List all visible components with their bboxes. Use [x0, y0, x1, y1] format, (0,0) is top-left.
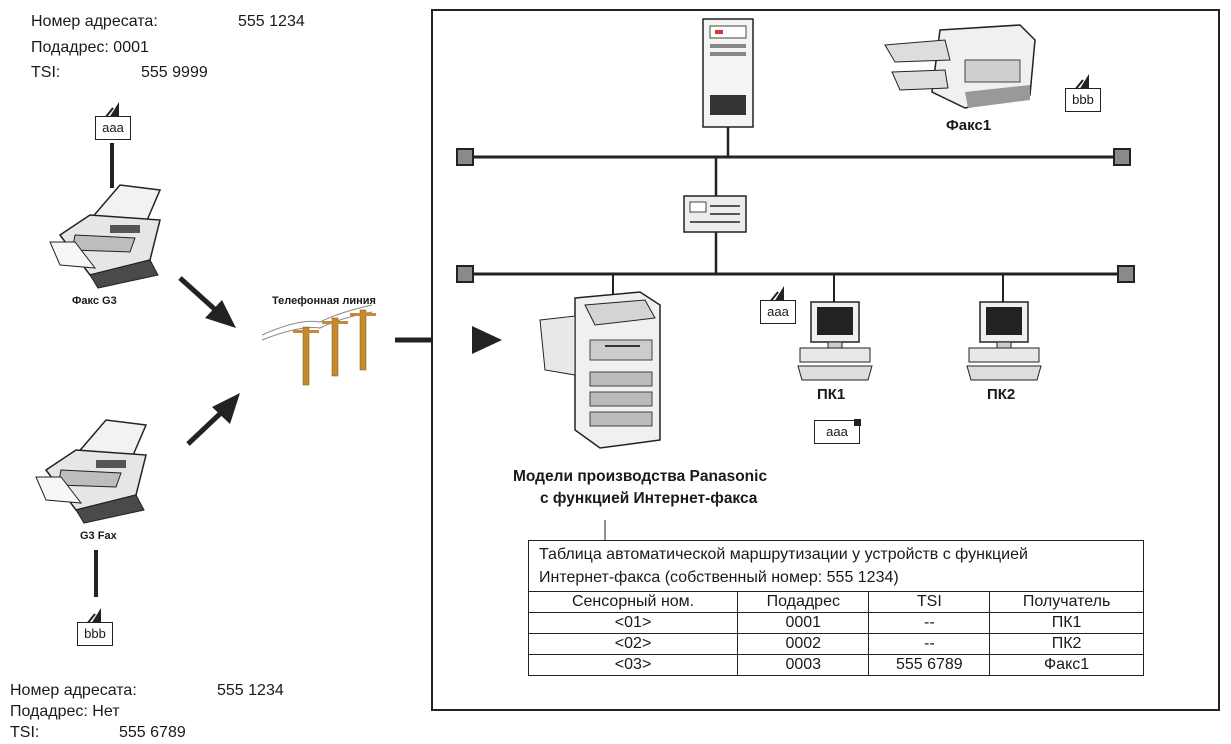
table-row: <02> 0002 -- ПК2 [527, 633, 1144, 655]
arrow-right-head-icon [472, 326, 502, 354]
table-cell: 0001 [737, 612, 870, 634]
column-header: TSI [868, 591, 991, 613]
pc1-label: ПК1 [817, 386, 846, 403]
table-cell: <02> [527, 633, 739, 655]
table-cell: -- [868, 633, 991, 655]
table-cell: <03> [527, 654, 739, 676]
doc-aaa-pc1-icon: aaa [760, 284, 796, 324]
telephone-line-icon [261, 304, 376, 386]
fax-g3-bottom-icon [35, 419, 148, 524]
table-cell: 0003 [737, 654, 870, 676]
pc2-label: ПК2 [987, 386, 1016, 403]
lan-terminator-icon [456, 148, 474, 166]
table-cell: <01> [527, 612, 739, 634]
router-icon [683, 195, 747, 233]
doc-bbb-bottom-icon: bbb [77, 606, 113, 646]
table-cell: 555 6789 [868, 654, 991, 676]
server-icon [702, 18, 754, 157]
bottom-tsi-value: 555 6789 [119, 724, 186, 741]
table-cell: 0002 [737, 633, 870, 655]
inbox-marker-icon [854, 419, 861, 426]
top-dest-label: Номер адресата: [31, 13, 158, 30]
routing-table: Таблица автоматической маршрутизации у у… [527, 540, 1144, 676]
fax1-label: Факс1 [946, 117, 992, 134]
top-tsi-value: 555 9999 [141, 64, 208, 81]
table-cell: -- [868, 612, 991, 634]
mfp-copier-icon [539, 291, 661, 449]
phone-line-label: Телефонная линия [272, 295, 376, 307]
g3-fax-label: G3 Fax [80, 530, 117, 542]
pc1-computer-icon [797, 301, 873, 381]
mfp-label-line1: Модели производства Panasonic [513, 468, 768, 485]
bottom-dest-value: 555 1234 [217, 682, 284, 699]
table-row: <03> 0003 555 6789 Факс1 [527, 654, 1144, 676]
lan-terminator-icon [1113, 148, 1131, 166]
pc2-computer-icon [966, 301, 1042, 381]
doc-bbb-fax1-icon: bbb [1065, 72, 1101, 112]
bottom-subaddress: Подадрес: Нет [10, 703, 120, 720]
table-row: <01> 0001 -- ПК1 [527, 612, 1144, 634]
pc1-inbox-doc: aaa [814, 419, 861, 444]
table-cell: ПК2 [989, 633, 1144, 655]
bottom-tsi-label: TSI: [10, 724, 40, 741]
fax-g3-top-icon [49, 184, 162, 289]
table-header-row: Сенсорный ном. Подадрес TSI Получатель [527, 591, 1144, 613]
network-frame [431, 9, 1220, 711]
routing-table-caption: Таблица автоматической маршрутизации у у… [528, 540, 1144, 592]
doc-aaa-top-icon: aaa [95, 100, 131, 140]
top-dest-value: 555 1234 [238, 13, 305, 30]
column-header: Сенсорный ном. [527, 591, 739, 613]
lan-terminator-icon [456, 265, 474, 283]
top-subaddress: Подадрес: 0001 [31, 39, 149, 56]
lan-terminator-icon [1117, 265, 1135, 283]
fax-g3-label: Факс G3 [72, 295, 117, 307]
top-tsi-label: TSI: [31, 64, 61, 81]
left-graphics [35, 143, 431, 597]
fax1-printer-icon [884, 24, 1036, 109]
mfp-label-line2: с функцией Интернет-факса [540, 490, 758, 507]
column-header: Получатель [989, 591, 1144, 613]
arrow-down-right-icon [178, 276, 236, 328]
table-cell: Факс1 [989, 654, 1144, 676]
bottom-dest-label: Номер адресата: [10, 682, 137, 699]
arrow-up-right-icon [186, 393, 240, 446]
column-header: Подадрес [737, 591, 870, 613]
table-cell: ПК1 [989, 612, 1144, 634]
